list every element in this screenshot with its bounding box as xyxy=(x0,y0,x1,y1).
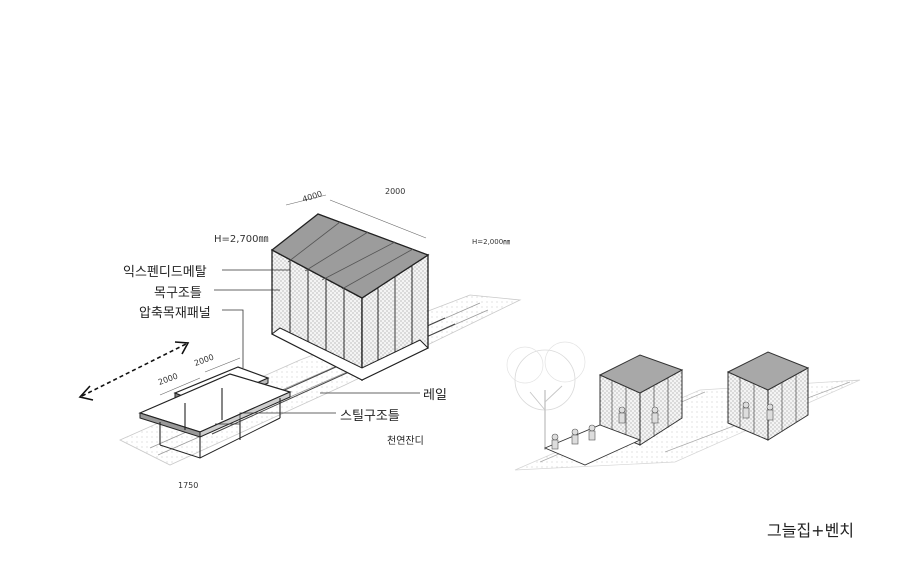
label-compressed-wood-panel: 압축목재패널 xyxy=(139,306,211,321)
people-figures xyxy=(551,406,659,450)
label-rail: 레일 xyxy=(423,388,447,403)
dim-shelter-height: H=2,700㎜ xyxy=(214,234,269,245)
tree-illustration xyxy=(506,341,586,450)
dim-bench-depth: 1750 xyxy=(178,481,199,490)
mini-shelter-2 xyxy=(726,351,810,441)
label-steel-frame: 스틸구조틀 xyxy=(340,409,400,424)
bench-structure xyxy=(138,366,292,459)
movement-arrow xyxy=(78,341,190,401)
mini-shelter-1 xyxy=(543,354,684,466)
label-expanded-metal: 익스펜디드메탈 xyxy=(123,265,207,280)
leader-lines xyxy=(214,269,420,425)
dimension-lines xyxy=(159,194,427,396)
label-natural-grass: 천연잔디 xyxy=(387,436,424,447)
dim-shelter-width: 2000 xyxy=(385,187,406,196)
label-wood-frame: 목구조틀 xyxy=(154,286,202,301)
shelter-structure xyxy=(270,213,430,382)
dim-bench-height: H=2,000㎜ xyxy=(472,238,511,246)
diagram-caption: 그늘집+벤치 xyxy=(767,521,855,540)
